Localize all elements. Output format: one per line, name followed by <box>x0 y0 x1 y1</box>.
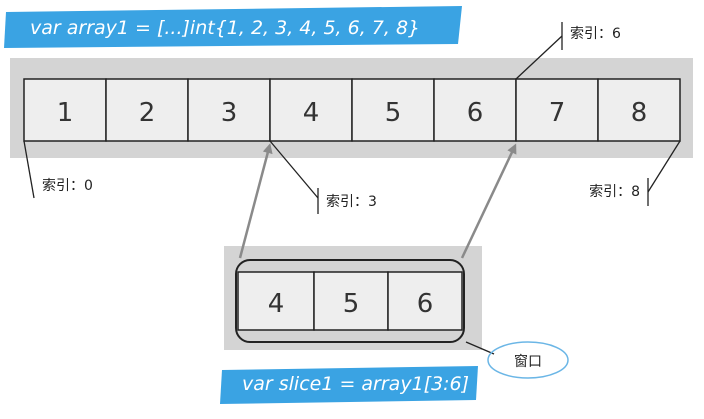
array-cell: 7 <box>515 78 599 142</box>
index-6-label: 索引：6 <box>570 25 621 42</box>
slice-cell: 6 <box>387 271 463 331</box>
array-declaration-text: var array1 = [...]int{1, 2, 3, 4, 5, 6, … <box>30 17 420 39</box>
slice-cell-value: 5 <box>343 289 360 319</box>
slice-cell: 4 <box>237 271 315 331</box>
index-6-marker: 索引：6 <box>515 22 621 80</box>
array-cell-value: 7 <box>549 98 566 128</box>
slice-start-arrow <box>238 143 273 259</box>
array-banner-background <box>4 6 462 48</box>
window-ellipse <box>487 341 569 379</box>
slice-declaration-text: var slice1 = array1[3:6] <box>242 373 469 395</box>
array-cell-value: 3 <box>221 98 238 128</box>
array-declaration-banner: var array1 = [...]int{1, 2, 3, 4, 5, 6, … <box>4 6 462 48</box>
window-pointer-line <box>465 341 495 355</box>
array-cell: 3 <box>187 78 271 142</box>
index-8-label: 索引：8 <box>589 183 640 200</box>
slice-cell-value: 4 <box>268 289 285 319</box>
array-cell-value: 1 <box>57 98 74 128</box>
array-cell: 4 <box>269 78 353 142</box>
array-cell-value: 8 <box>631 98 648 128</box>
slice-banner-background <box>220 366 478 404</box>
array-cell: 1 <box>23 78 107 142</box>
index-8-marker: 索引：8 <box>589 140 681 206</box>
array-cell: 2 <box>105 78 189 142</box>
array-cell: 6 <box>433 78 517 142</box>
slice-window-frame <box>235 259 465 343</box>
array-cell-value: 2 <box>139 98 156 128</box>
window-annotation: 窗口 <box>465 341 569 379</box>
slice-cell-value: 6 <box>417 289 434 319</box>
window-label: 窗口 <box>514 353 542 370</box>
slice-cell: 5 <box>313 271 389 331</box>
index-0-label: 索引：0 <box>42 177 93 194</box>
array-row: 1 2 3 4 5 6 7 8 <box>23 78 681 142</box>
array-cell-value: 5 <box>385 98 402 128</box>
slice-declaration-banner: var slice1 = array1[3:6] <box>220 366 478 404</box>
array-cell: 8 <box>597 78 681 142</box>
slice-window: 4 5 6 <box>235 259 465 343</box>
array-cell-value: 4 <box>303 98 320 128</box>
array-cell: 5 <box>351 78 435 142</box>
index-3-label: 索引：3 <box>326 193 377 210</box>
index-3-marker: 索引：3 <box>269 140 377 214</box>
slice-end-arrow <box>460 143 517 259</box>
index-0-marker: 索引：0 <box>23 140 93 199</box>
array-cell-value: 6 <box>467 98 484 128</box>
